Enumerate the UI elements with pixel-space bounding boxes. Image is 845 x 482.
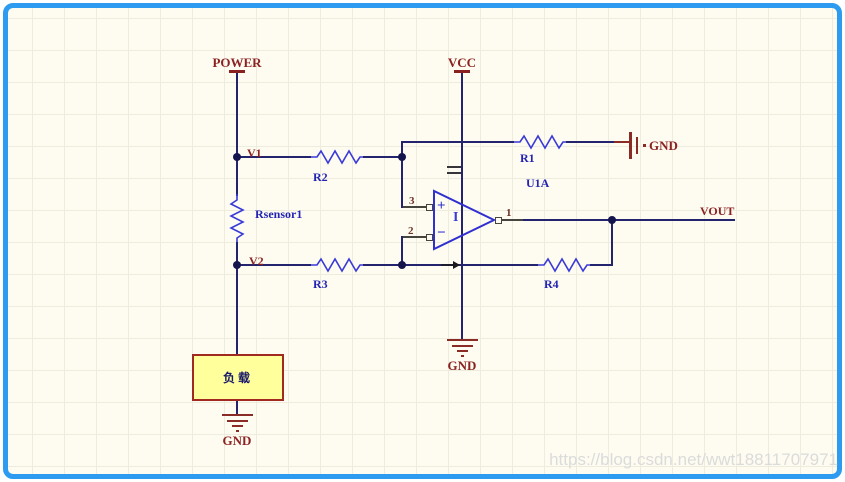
wire-v1-right	[363, 156, 402, 158]
junction-dot-v1	[233, 153, 241, 161]
opamp-pin2-number: 2	[408, 225, 414, 237]
wire-r1-gnd-lead	[614, 141, 629, 143]
wire-v1-left	[238, 156, 311, 158]
gnd-right-bar2	[636, 137, 638, 154]
net-label-v1[interactable]: V1	[247, 146, 262, 160]
resistor-rsensor-symbol[interactable]	[229, 194, 245, 242]
gnd-mid-bar1	[447, 339, 478, 341]
hidden-pin8-marker-top	[447, 166, 461, 168]
wire-bottom-mid	[404, 264, 538, 266]
resistor-r1-symbol[interactable]	[514, 134, 566, 150]
wire-r4-right	[590, 264, 612, 266]
resistor-r4-symbol[interactable]	[538, 257, 590, 273]
gnd-right-bar1	[629, 132, 632, 159]
wire-riser-pin3	[401, 141, 403, 208]
gnd-mid-bar4	[461, 355, 464, 357]
opamp-symbol[interactable]	[432, 189, 497, 251]
power-port-label[interactable]: POWER	[212, 55, 262, 70]
junction-dot-v2	[233, 261, 241, 269]
opamp-plus-sign: +	[437, 198, 446, 214]
opamp-pin2-stub	[403, 236, 426, 238]
wire-vcc-drop	[461, 73, 463, 341]
vcc-port-label[interactable]: VCC	[447, 55, 477, 70]
schematic-canvas	[3, 3, 842, 479]
opamp-pin3-stub	[403, 206, 426, 208]
wire-r1-left	[402, 141, 514, 143]
gnd-mid-bar2	[452, 345, 473, 347]
wire-riser-feedback	[611, 219, 613, 266]
gnd-left-bar2	[227, 420, 248, 422]
resistor-r3-designator[interactable]: R3	[313, 277, 328, 291]
junction-dot-output	[608, 216, 616, 224]
net-label-v2[interactable]: V2	[249, 254, 264, 268]
opamp-pin3-clip	[426, 204, 433, 211]
vcc-bar-symbol	[454, 70, 470, 73]
wire-v2-right	[363, 264, 403, 266]
gnd-mid-bar3	[457, 350, 468, 352]
opamp-pin1-clip	[495, 217, 502, 224]
wire-power-drop	[236, 73, 238, 158]
opamp-minus-sign: −	[437, 225, 446, 241]
load-label: 负载	[222, 371, 253, 385]
opamp-core-mark: I	[453, 210, 459, 225]
opamp-pin3-number: 3	[409, 195, 415, 207]
gnd-left-bar1	[222, 414, 253, 416]
opamp-designator[interactable]: U1A	[526, 176, 550, 190]
gnd-mid-label[interactable]: GND	[447, 358, 477, 373]
opamp-pin1-stub	[501, 219, 523, 221]
resistor-r3-symbol[interactable]	[311, 257, 363, 273]
gnd-right-dot	[643, 144, 646, 147]
wire-v2-to-load	[236, 266, 238, 355]
watermark-url: https://blog.csdn.net/wwt18811707971	[549, 450, 838, 469]
wire-v1-to-rsensor	[236, 159, 238, 196]
gnd-right-label[interactable]: GND	[649, 138, 678, 153]
gnd-left-label[interactable]: GND	[222, 433, 252, 448]
wire-rsensor-to-v2	[236, 242, 238, 266]
opamp-pin1-number: 1	[506, 207, 512, 219]
wire-v2-left	[238, 264, 311, 266]
resistor-r2-symbol[interactable]	[311, 149, 363, 165]
gnd-left-bar3	[232, 425, 243, 427]
resistor-r2-designator[interactable]: R2	[313, 170, 328, 184]
wire-load-to-gnd	[236, 400, 238, 414]
hidden-pin8-marker-bottom	[447, 172, 461, 174]
resistor-r1-designator[interactable]: R1	[520, 151, 535, 165]
wire-riser-pin2	[401, 236, 403, 266]
resistor-r4-designator[interactable]: R4	[544, 277, 559, 291]
hidden-pin4-arrow	[441, 261, 460, 269]
power-bar-symbol	[229, 70, 245, 73]
wire-r1-right	[566, 141, 614, 143]
gnd-left-bar4	[236, 430, 239, 432]
junction-dot-r3	[398, 261, 406, 269]
junction-dot-r2	[398, 153, 406, 161]
resistor-rsensor-designator[interactable]: Rsensor1	[255, 207, 303, 221]
load-component[interactable]: 负载	[192, 354, 284, 401]
wire-output	[523, 219, 735, 221]
opamp-pin2-clip	[426, 234, 433, 241]
net-label-vout[interactable]: VOUT	[700, 204, 735, 218]
